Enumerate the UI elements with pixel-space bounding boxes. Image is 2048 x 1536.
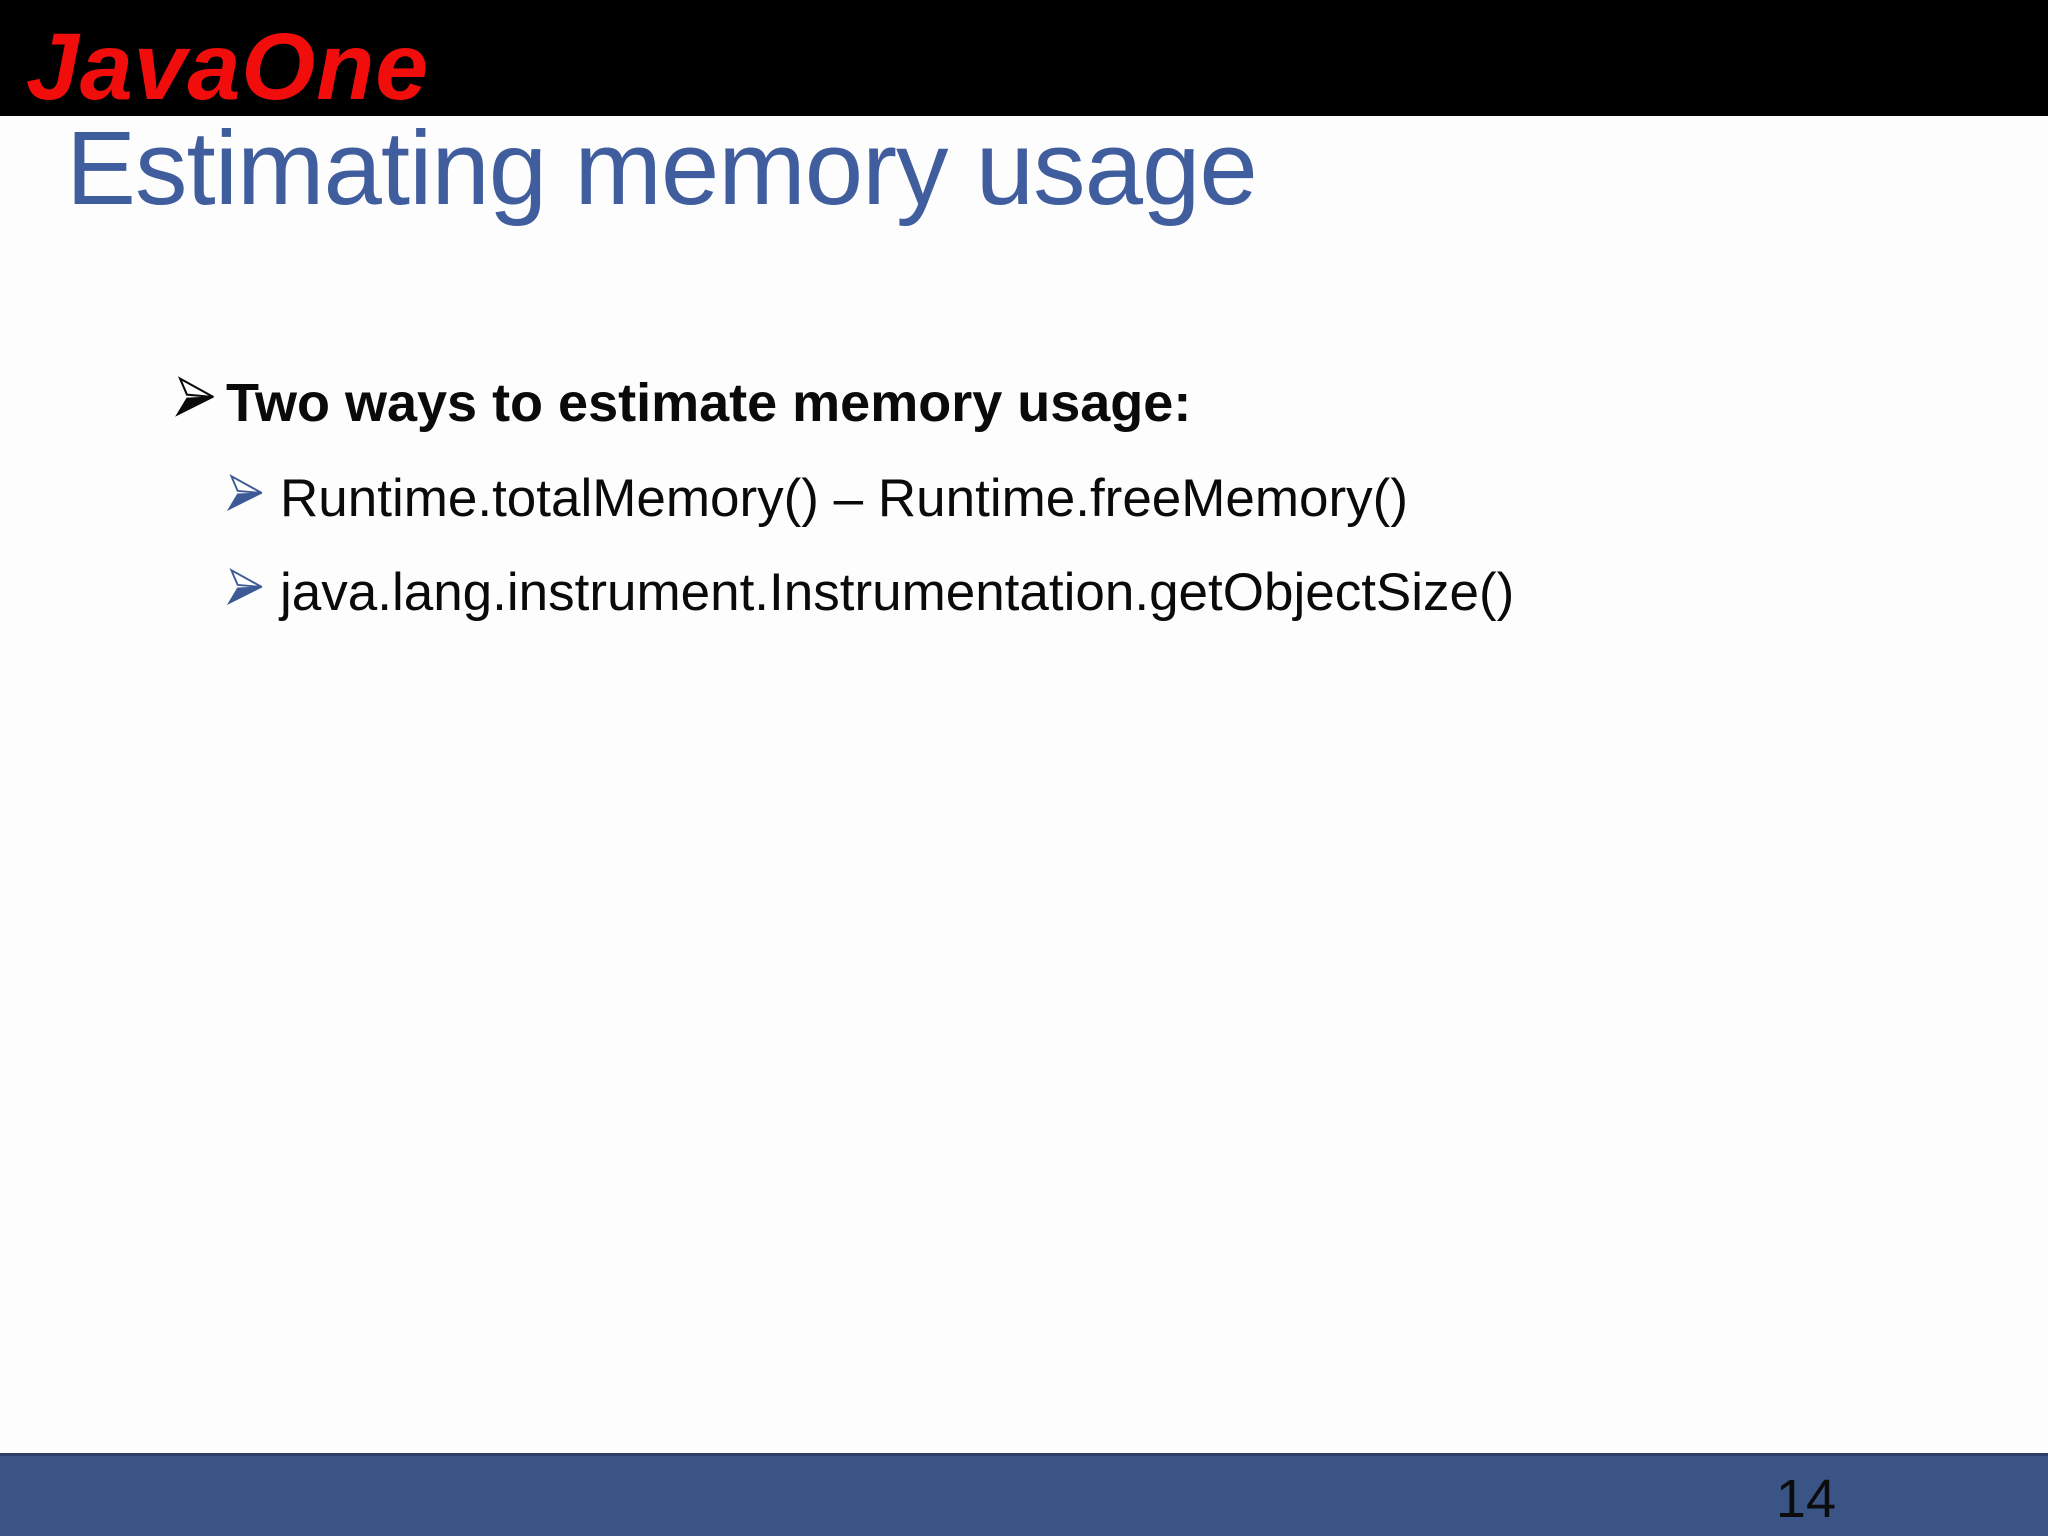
dart-arrow-bullet-icon [172, 374, 218, 425]
footer-bar [0, 1453, 2048, 1536]
dart-arrow-bullet-icon [224, 472, 266, 519]
bullet-item-sub-2: java.lang.instrument.Instrumentation.get… [224, 566, 1514, 619]
bullet-item-sub-1: Runtime.totalMemory() – Runtime.freeMemo… [224, 472, 1408, 525]
bullet-text-level1: Two ways to estimate memory usage: [226, 373, 1192, 433]
bullet-text-sub-1: Runtime.totalMemory() – Runtime.freeMemo… [280, 469, 1408, 528]
dart-arrow-bullet-icon [224, 566, 266, 613]
javaone-logo: JavaOne [26, 14, 430, 120]
bullet-item-level1: Two ways to estimate memory usage: [172, 376, 1191, 430]
header-bar [0, 0, 2048, 116]
page-title: Estimating memory usage [66, 110, 1258, 227]
page-number: 14 [1775, 1469, 1836, 1529]
bullet-text-sub-2: java.lang.instrument.Instrumentation.get… [280, 563, 1515, 622]
